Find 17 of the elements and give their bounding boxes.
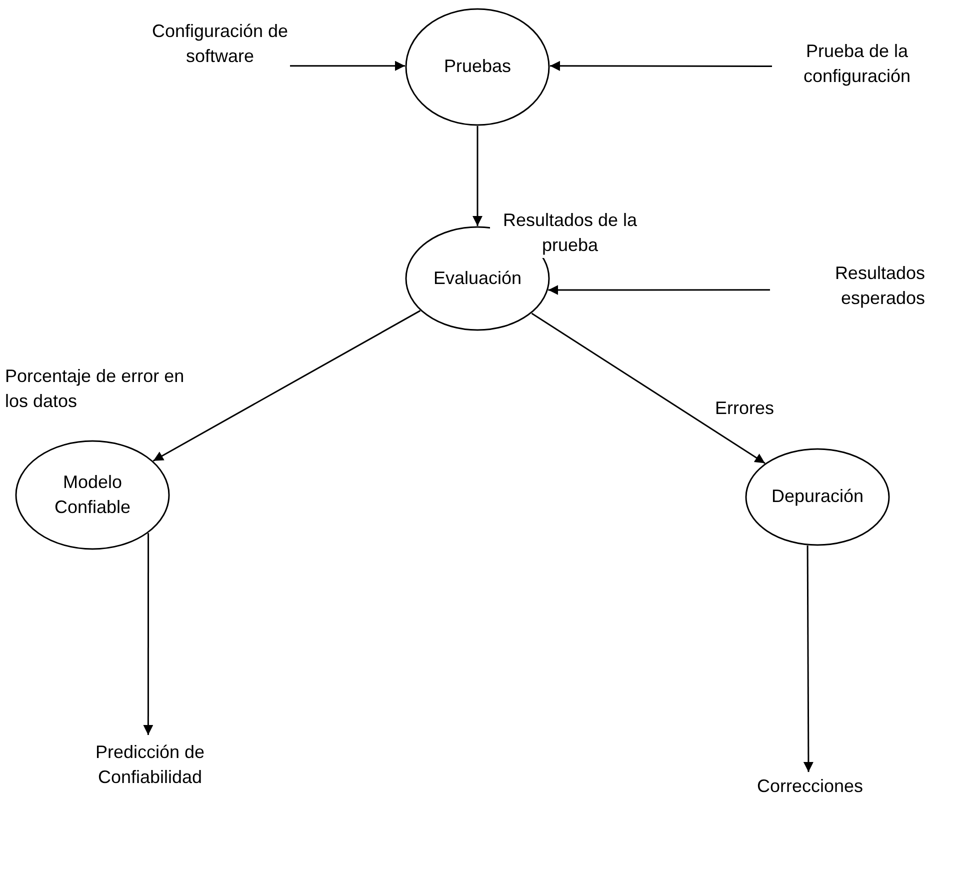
- process-label: Evaluación: [433, 266, 522, 290]
- arrow: [531, 312, 766, 464]
- process-label: Modelo Confiable: [53, 470, 132, 519]
- arrow: [290, 60, 406, 71]
- data-label: Configuración de software: [150, 20, 290, 68]
- arrow: [548, 285, 770, 296]
- arrow: [803, 546, 814, 772]
- arrow: [472, 126, 482, 226]
- data-label: Prueba de la configuración: [802, 40, 912, 88]
- data-label: Correcciones: [756, 775, 864, 798]
- data-label: Resultados esperados: [834, 262, 925, 310]
- arrow: [143, 533, 154, 735]
- process-label: Depuración: [771, 485, 864, 508]
- process-label: Pruebas: [444, 55, 512, 78]
- arrow: [550, 60, 772, 71]
- data-label: Predicción de Confiabilidad: [94, 740, 206, 789]
- arrow: [152, 310, 421, 462]
